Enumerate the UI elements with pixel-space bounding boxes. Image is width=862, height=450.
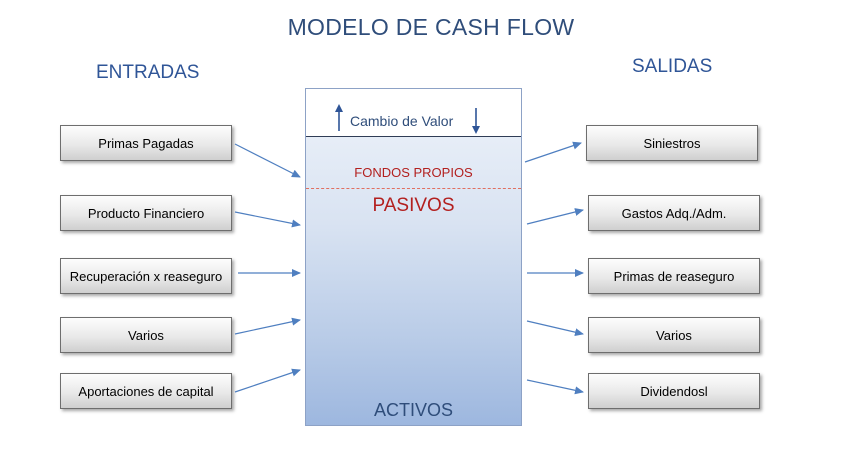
cambio-valor-section: Cambio de Valor <box>306 89 521 137</box>
salida-box-primas-reaseguro: Primas de reaseguro <box>588 258 760 294</box>
balance-box: Cambio de Valor FONDOS PROPIOS PASIVOS A… <box>305 88 522 426</box>
entrada-box-aportaciones-capital: Aportaciones de capital <box>60 373 232 409</box>
outflow-arrow-dividendos <box>526 379 584 395</box>
outflow-arrow-siniestros <box>524 141 582 163</box>
entrada-box-producto-financiero: Producto Financiero <box>60 195 232 231</box>
inflow-arrow-producto <box>234 211 301 228</box>
cambio-valor-label: Cambio de Valor <box>350 113 454 129</box>
fondos-propios-label: FONDOS PROPIOS <box>354 165 473 180</box>
inflow-arrow-varios <box>234 317 301 335</box>
salida-box-gastos-adq-adm: Gastos Adq./Adm. <box>588 195 760 231</box>
outflow-arrow-varios <box>526 320 584 337</box>
outflow-arrow-gastos <box>526 208 584 225</box>
salida-box-dividendos: Dividendosl <box>588 373 760 409</box>
value-change-arrows-icon <box>335 104 480 134</box>
entrada-box-recuperacion-reaseguro: Recuperación x reaseguro <box>60 258 232 294</box>
salida-box-siniestros: Siniestros <box>586 125 758 161</box>
inflow-arrow-aportaciones <box>234 368 301 393</box>
activos-label: ACTIVOS <box>373 400 453 420</box>
entrada-box-varios: Varios <box>60 317 232 353</box>
inflow-arrow-primas <box>234 143 301 178</box>
salidas-heading: SALIDAS <box>632 56 713 77</box>
salida-box-varios: Varios <box>588 317 760 353</box>
pasivos-label: PASIVOS <box>372 195 455 216</box>
entrada-box-primas-pagadas: Primas Pagadas <box>60 125 232 161</box>
diagram-title: MODELO DE CASH FLOW <box>287 14 575 40</box>
fondos-pasivos-divider <box>306 188 521 189</box>
entradas-heading: ENTRADAS <box>96 62 200 83</box>
